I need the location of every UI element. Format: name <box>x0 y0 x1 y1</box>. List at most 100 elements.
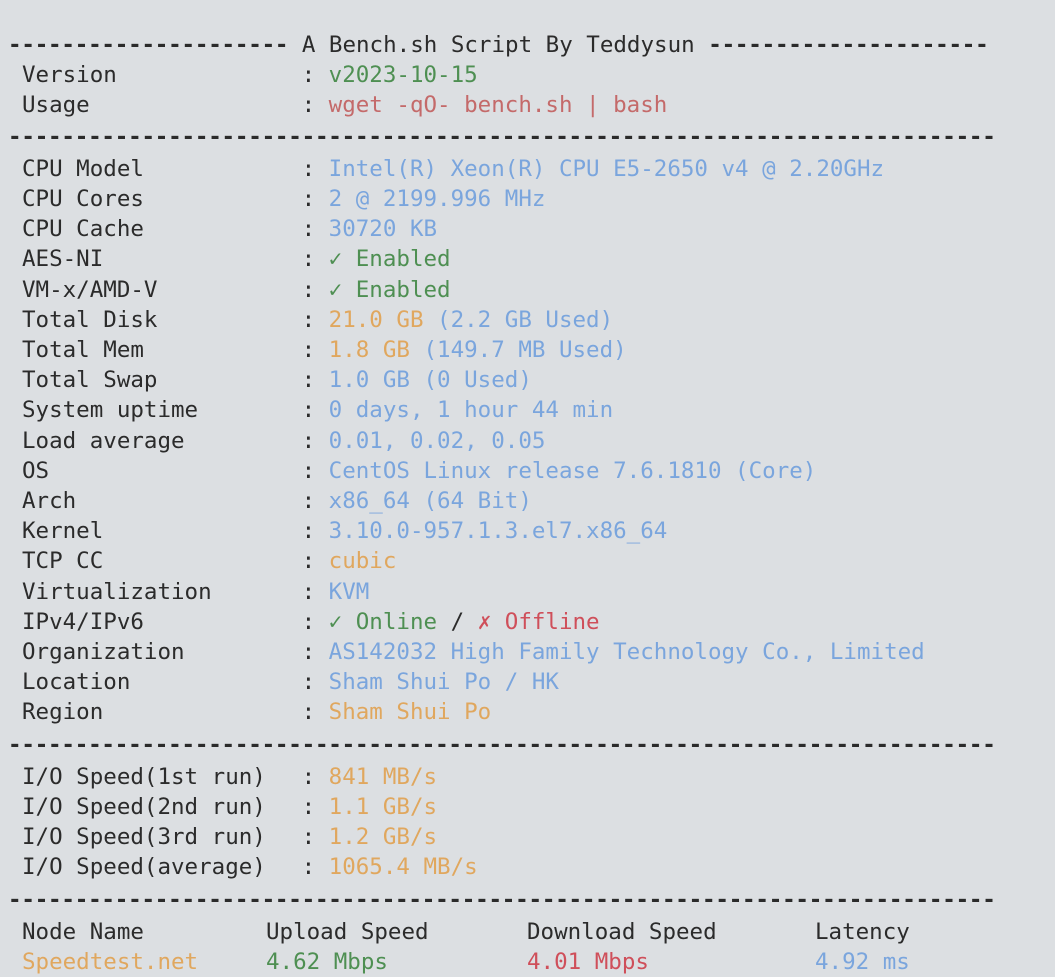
kv-label: Usage <box>22 92 90 119</box>
kv-row-system-3: AES-NI: ✓ Enabled <box>8 244 451 274</box>
kv-value: v2023-10-15 <box>328 62 478 89</box>
kv-colon: : <box>301 457 329 484</box>
separator-2: ----------------------------------------… <box>8 730 996 760</box>
kv-value-extra: / <box>437 608 478 635</box>
kv-row-system-10: OS: CentOS Linux release 7.6.1810 (Core) <box>8 456 816 486</box>
kv-row-system-14: Virtualization: KVM <box>8 577 369 607</box>
kv-colon: : <box>301 337 329 363</box>
kv-label: Kernel <box>22 518 104 545</box>
kv-value: 2 @ 2199.996 MHz <box>328 186 546 212</box>
kv-row-system-7: Total Swap: 1.0 GB (0 Used) <box>8 365 532 395</box>
kv-value-extra: (149.7 MB Used) <box>409 337 627 363</box>
kv-label: Total Swap <box>22 367 158 394</box>
page-title: A Bench.sh Script By Teddysun <box>288 32 709 58</box>
kv-row-system-1: CPU Cores: 2 @ 2199.996 MHz <box>8 184 545 214</box>
kv-value: CentOS Linux release 7.6.1810 (Core) <box>328 457 817 484</box>
speedtest-upload: 4.62 Mbps <box>266 949 388 975</box>
kv-label: CPU Model <box>22 155 144 182</box>
kv-label: CPU Cache <box>22 216 144 243</box>
speedtest-header-2: Download Speed <box>527 918 717 945</box>
kv-label: Arch <box>22 488 77 514</box>
kv-colon: : <box>301 427 329 454</box>
kv-label: I/O Speed(3rd run) <box>22 824 266 851</box>
kv-value: Sham Shui Po / HK <box>328 669 559 696</box>
speedtest-header-row: Node Name Upload Speed Download Speed Laten… <box>8 917 1015 947</box>
kv-colon: : <box>301 62 329 89</box>
kv-value: ✓ Enabled <box>328 246 451 273</box>
kv-row-system-0: CPU Model: Intel(R) Xeon(R) CPU E5-2650 … <box>8 154 884 184</box>
kv-label: Virtualization <box>22 578 212 605</box>
kv-value: KVM <box>328 578 370 605</box>
kv-colon: : <box>301 367 329 394</box>
kv-colon: : <box>301 794 329 820</box>
kv-value: Intel(R) Xeon(R) CPU E5-2650 v4 @ 2.20GH… <box>328 155 885 182</box>
kv-label: Load average <box>22 427 185 454</box>
kv-row-system-6: Total Mem: 1.8 GB (149.7 MB Used) <box>8 335 627 365</box>
kv-colon: : <box>301 246 329 273</box>
kv-label: OS <box>22 457 50 484</box>
kv-value: cubic <box>328 548 397 575</box>
kv-value: 0.01, 0.02, 0.05 <box>328 427 546 454</box>
kv-row-system-11: Arch: x86_64 (64 Bit) <box>8 486 532 516</box>
kv-row-system-5: Total Disk: 21.0 GB (2.2 GB Used) <box>8 305 613 335</box>
kv-colon: : <box>301 186 329 212</box>
kv-colon: : <box>301 608 329 635</box>
kv-value: ✓ Online <box>328 608 438 635</box>
kv-colon: : <box>301 306 329 333</box>
kv-colon: : <box>301 854 329 881</box>
separator-dashes: ----------------------------------------… <box>8 123 996 150</box>
kv-colon: : <box>301 92 329 119</box>
kv-row-system-16: Organization: AS142032 High Family Techn… <box>8 637 925 667</box>
kv-label: Total Mem <box>22 337 144 363</box>
kv-value: 1.8 GB <box>328 337 410 363</box>
kv-row-io-3: I/O Speed(average): 1065.4 MB/s <box>8 852 478 882</box>
kv-value: 30720 KB <box>328 216 438 243</box>
kv-row-io-2: I/O Speed(3rd run): 1.2 GB/s <box>8 822 437 852</box>
kv-row-header-1: Usage: wget -qO- bench.sh | bash <box>8 90 667 120</box>
kv-row-system-17: Location: Sham Shui Po / HK <box>8 667 559 697</box>
kv-row-header-0: Version: v2023-10-15 <box>8 60 478 90</box>
kv-value: 841 MB/s <box>328 763 438 790</box>
kv-value: 1065.4 MB/s <box>328 854 478 881</box>
kv-value-extra2: ✗ Offline <box>477 608 600 635</box>
kv-colon: : <box>301 276 329 303</box>
kv-row-io-0: I/O Speed(1st run): 841 MB/s <box>8 762 437 792</box>
kv-colon: : <box>301 216 329 243</box>
speedtest-header-3: Latency <box>815 918 910 945</box>
kv-label: VM-x/AMD-V <box>22 276 158 303</box>
kv-colon: : <box>301 578 329 605</box>
kv-value: 1.1 GB/s <box>328 794 438 820</box>
separator-dashes: ----------------------------------------… <box>8 731 996 758</box>
kv-label: I/O Speed(1st run) <box>22 763 266 790</box>
kv-colon: : <box>301 763 329 790</box>
kv-value: Sham Shui Po <box>328 699 492 726</box>
kv-value: 0 days, 1 hour 44 min <box>328 397 614 424</box>
header-dashes-left: --------------------- <box>8 32 289 58</box>
kv-label: I/O Speed(2nd run) <box>22 794 266 820</box>
speedtest-header-0: Node Name <box>22 918 144 945</box>
kv-label: IPv4/IPv6 <box>22 608 144 635</box>
kv-colon: : <box>301 518 329 545</box>
kv-value: 1.2 GB/s <box>328 824 438 851</box>
speedtest-header-1: Upload Speed <box>266 918 429 945</box>
kv-value-extra: (2.2 GB Used) <box>423 306 614 333</box>
kv-row-io-1: I/O Speed(2nd run): 1.1 GB/s <box>8 792 437 822</box>
kv-label: Version <box>22 62 117 89</box>
speedtest-download: 4.01 Mbps <box>527 949 649 975</box>
kv-value: wget -qO- bench.sh | bash <box>328 92 668 119</box>
kv-label: AES-NI <box>22 246 104 273</box>
kv-colon: : <box>301 488 329 514</box>
kv-row-system-13: TCP CC: cubic <box>8 546 396 576</box>
kv-colon: : <box>301 639 329 665</box>
kv-row-system-12: Kernel: 3.10.0-957.1.3.el7.x86_64 <box>8 516 667 546</box>
kv-colon: : <box>301 824 329 851</box>
kv-label: I/O Speed(average) <box>22 854 266 881</box>
kv-label: TCP CC <box>22 548 104 575</box>
separator-1: ----------------------------------------… <box>8 122 996 152</box>
kv-value: x86_64 (64 Bit) <box>328 488 532 514</box>
kv-label: CPU Cores <box>22 186 144 212</box>
kv-value: ✓ Enabled <box>328 276 451 303</box>
kv-value: AS142032 High Family Technology Co., Lim… <box>328 639 925 665</box>
